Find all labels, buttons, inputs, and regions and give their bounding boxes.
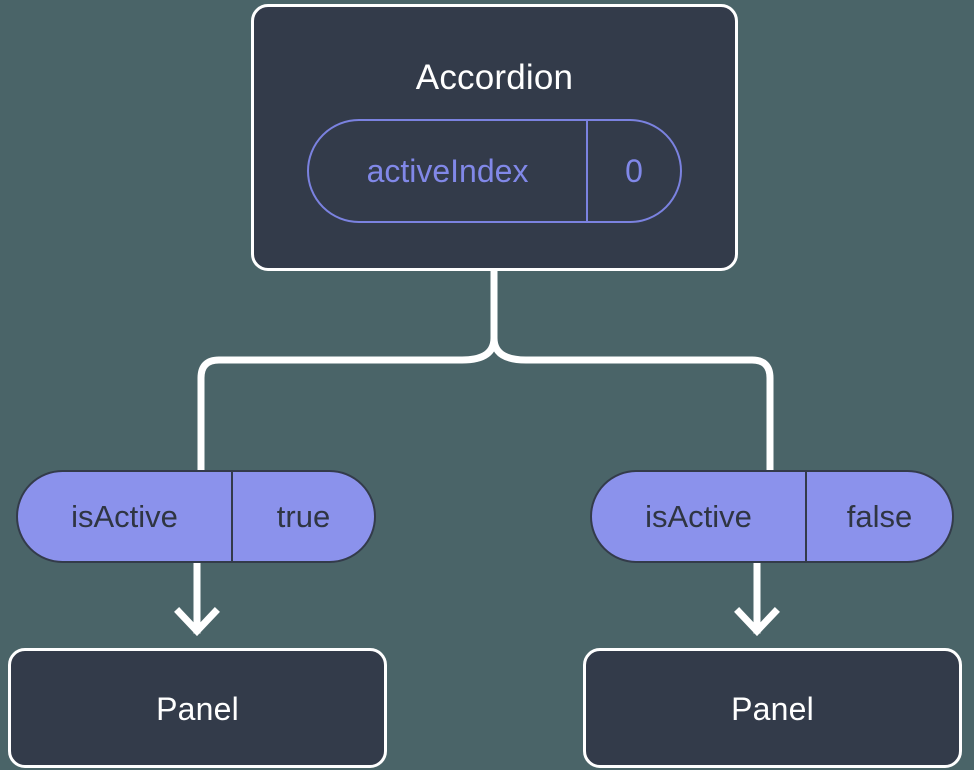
node-accordion-title: Accordion: [415, 58, 574, 97]
prop-badge-isactive-false[interactable]: isActive false: [590, 470, 954, 563]
state-badge-activeindex[interactable]: activeIndex 0: [307, 119, 682, 223]
connector-branch-left: [197, 334, 498, 474]
node-panel-left-title: Panel: [156, 691, 239, 727]
node-panel-right-title: Panel: [731, 691, 814, 727]
prop-badge-isactive-true-value: true: [276, 498, 331, 534]
node-accordion[interactable]: Accordion: [251, 4, 738, 271]
arrow-left-panel: [174, 561, 220, 637]
arrow-right-panel: [734, 561, 780, 637]
node-panel-right[interactable]: Panel: [583, 648, 962, 768]
state-badge-activeindex-key: activeIndex: [309, 121, 588, 221]
prop-badge-isactive-true-key: isActive: [18, 472, 233, 561]
prop-badge-isactive-true[interactable]: isActive true: [16, 470, 376, 563]
node-panel-left[interactable]: Panel: [8, 648, 387, 768]
prop-badge-isactive-false-value: false: [846, 498, 913, 534]
connector-branch-right: [490, 334, 774, 474]
state-badge-activeindex-value: 0: [625, 152, 643, 189]
prop-badge-isactive-false-key: isActive: [592, 472, 807, 561]
